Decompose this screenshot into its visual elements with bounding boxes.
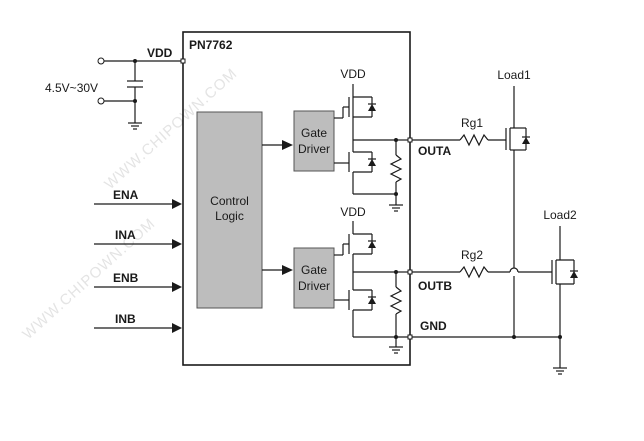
mosfet-high-a: VDD <box>340 67 376 140</box>
pulldown-resistor-a <box>389 140 403 194</box>
ground-symbol-load2 <box>553 367 567 375</box>
rg1-label: Rg1 <box>461 116 483 130</box>
supply-range: 4.5V~30V <box>45 81 98 95</box>
supply-section: 4.5V~30V VDD <box>45 46 186 130</box>
control-logic-block <box>196 111 263 309</box>
input-inb: INB <box>115 312 136 326</box>
output-gnd: GND <box>420 319 447 333</box>
gate-driver-b-label-1: Gate <box>301 263 327 277</box>
input-ena: ENA <box>113 188 139 202</box>
vdd-label-b: VDD <box>340 205 366 219</box>
output-outa: OUTA <box>418 144 451 158</box>
gate-driver-a-label-1: Gate <box>301 126 327 140</box>
gate-driver-a-block <box>293 110 335 172</box>
pulldown-resistor-b <box>389 272 403 337</box>
ground-symbol-b <box>389 346 403 354</box>
gate-driver-b-label-2: Driver <box>298 279 330 293</box>
ground-symbol-a <box>389 204 403 212</box>
vdd-terminal <box>97 57 105 65</box>
supply-ground-symbol <box>128 122 142 130</box>
control-logic-label-1: Control <box>210 194 249 208</box>
mosfet-low-b <box>348 272 376 337</box>
gnd-terminal <box>97 97 105 105</box>
input-pins: ENA INA ENB INB <box>94 188 182 333</box>
output-outb: OUTB <box>418 279 452 293</box>
mosfet-high-b: VDD <box>340 205 376 272</box>
vdd-pin-label: VDD <box>147 46 173 60</box>
load2-mosfet <box>551 226 578 368</box>
input-enb: ENB <box>113 271 139 285</box>
gate-driver-b-block <box>293 247 335 309</box>
control-logic-label-2: Logic <box>215 209 244 223</box>
rg2-label: Rg2 <box>461 248 483 262</box>
gate-resistor-rg1 <box>459 133 489 147</box>
mosfet-low-a <box>348 140 396 195</box>
load1-label: Load1 <box>497 68 531 82</box>
input-ina: INA <box>115 228 136 242</box>
vdd-label-a: VDD <box>340 67 366 81</box>
supply-capacitor <box>127 80 143 88</box>
load1-mosfet <box>505 86 530 268</box>
gate-driver-a-label-2: Driver <box>298 142 330 156</box>
chip-name: PN7762 <box>189 38 233 52</box>
chip-outline <box>182 31 411 366</box>
gate-resistor-rg2 <box>459 265 489 279</box>
load2-label: Load2 <box>543 208 577 222</box>
